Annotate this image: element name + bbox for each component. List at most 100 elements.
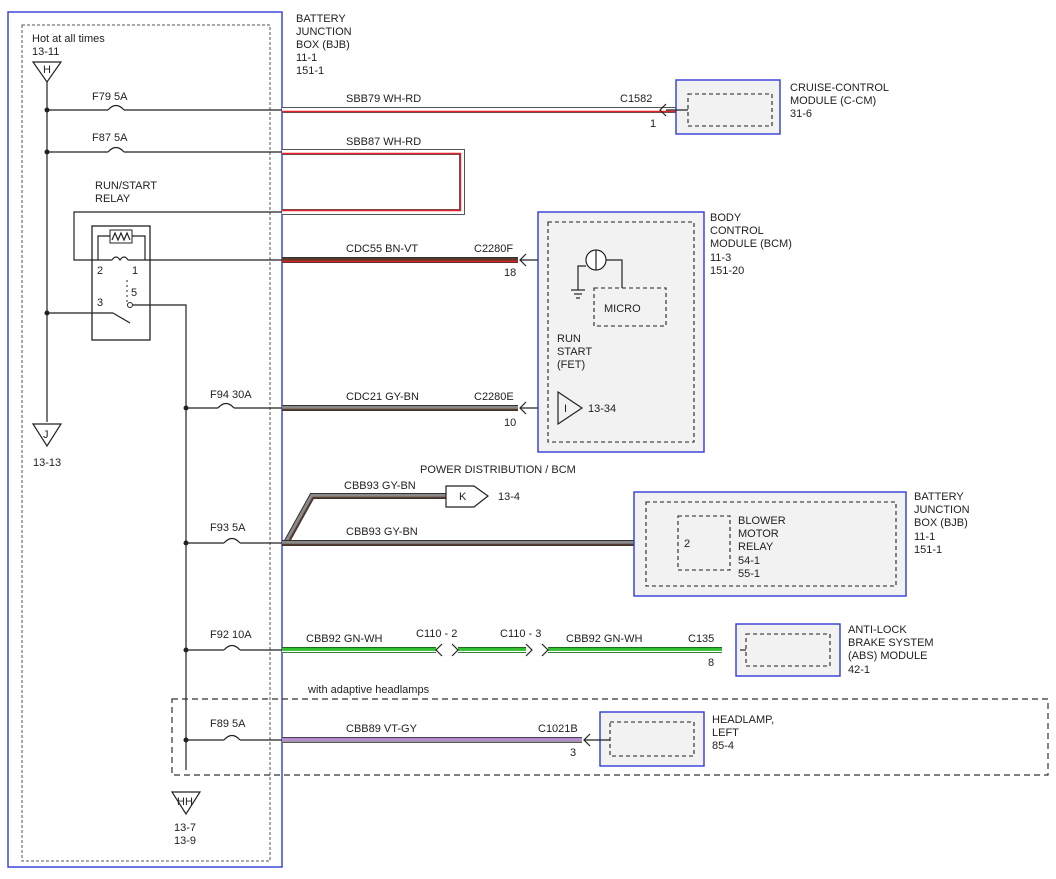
fuse-f87-symbol: [107, 146, 125, 153]
bcm-title-2: CONTROL: [710, 225, 764, 237]
wire-sbb87: SBB87 WH-RD: [282, 136, 465, 215]
bcm-inner: [547, 221, 695, 443]
ccm-inner: [687, 93, 773, 127]
bjb-right-title-2: JUNCTION: [914, 504, 970, 516]
wire-cbb92: CBB92 GN-WH C110 - 2 C110 - 3 CBB92 GN-W…: [282, 628, 747, 669]
bcm-title-1: BODY: [710, 212, 742, 224]
hot-ref: 13-11: [32, 46, 59, 58]
fuse-f93-label: F93 5A: [210, 522, 246, 534]
connector-j-ref: 13-13: [33, 457, 61, 469]
relay-return-wire: [73, 211, 282, 261]
wire-cdc55-label: CDC55 BN-VT: [346, 243, 418, 255]
wire-cbb93: CBB93 GY-BN CBB93 GY-BN K 13-4: [282, 480, 636, 546]
connector-c110-symbol-right-b: [541, 643, 549, 657]
wire-cbb89: CBB89 VT-GY C1021B 3: [282, 723, 591, 759]
fuse-f87-label: F87 5A: [92, 132, 128, 144]
relay-switch-arm: [112, 312, 131, 324]
wire-cbb93-top-stripe: [286, 496, 446, 544]
abs-title-2: BRAKE SYSTEM: [848, 637, 934, 649]
adaptive-headlamps-region: [171, 698, 1049, 776]
connector-k-marker: [445, 485, 490, 508]
connector-c110-symbol-left-b: [451, 643, 459, 657]
battery-junction-box-right: 2 BLOWER MOTOR RELAY 54-1 55-1 BATTERY J…: [633, 491, 970, 597]
connector-c135-pin: 8: [708, 657, 714, 669]
bjb-left-title-1: BATTERY: [296, 13, 346, 25]
connector-hh-label: HH: [177, 796, 193, 808]
bjb-outer-border: [7, 11, 283, 868]
connector-hh-ref-1: 13-7: [174, 822, 196, 834]
bjb-left-ref-1: 11-1: [296, 52, 317, 64]
fuse-f89-label: F89 5A: [210, 718, 246, 730]
wire-cdc21: CDC21 GY-BN C2280E 10: [282, 391, 558, 429]
abs-box: [735, 623, 841, 677]
connector-c2280e-label: C2280E: [474, 391, 514, 403]
run-start-bus: [133, 304, 187, 770]
bcm-fet-label-3: (FET): [557, 359, 585, 371]
connector-j-label: J: [43, 429, 49, 441]
abs-ref: 42-1: [848, 664, 870, 676]
blower-title-3: RELAY: [738, 541, 774, 553]
bcm-input-ref: 13-34: [588, 403, 616, 415]
abs-module: ANTI-LOCK BRAKE SYSTEM (ABS) MODULE 42-1: [735, 623, 934, 677]
blower-title-2: MOTOR: [738, 528, 779, 540]
blower-relay-box: [677, 515, 731, 571]
fuse-f79-label: F79 5A: [92, 91, 128, 103]
connector-h-label: H: [43, 64, 51, 76]
headlamp-box: [599, 711, 705, 767]
relay-body: [91, 225, 151, 341]
connector-k-ref: 13-4: [498, 491, 520, 503]
connector-hh-marker: [170, 791, 202, 816]
connector-hh-ref-2: 13-9: [174, 835, 196, 847]
bcm-box: [537, 211, 705, 453]
bjb-right-ref-2: 151-1: [914, 544, 942, 556]
bcm-micro-label: MICRO: [604, 303, 641, 315]
relay-contact-5: [127, 302, 133, 308]
headlamp-title-1: HEADLAMP,: [712, 714, 774, 726]
body-control-module: BODY CONTROL MODULE (BCM) 11-3 151-20 MI…: [537, 211, 792, 453]
cruise-control-module: CRUISE-CONTROL MODULE (C-CM) 31-6: [666, 79, 889, 135]
connector-c110-3-label: C110 - 3: [500, 628, 541, 640]
relay-coil-lead-left: [97, 235, 110, 260]
headlamp-title-2: LEFT: [712, 727, 739, 739]
hot-at-all-times-label: Hot at all times: [32, 33, 105, 45]
bjb-inner-panel: [21, 24, 271, 862]
relay-pin-2: 2: [97, 265, 103, 277]
bcm-fet-to-micro: [606, 259, 623, 288]
ccm-title-1: CRUISE-CONTROL: [790, 82, 889, 94]
connector-k-label: K: [459, 491, 467, 503]
wire-sbb79: SBB79 WH-RD C1582 1: [282, 93, 680, 130]
bjb-right-box: [633, 491, 907, 597]
wire-sbb87-base: [282, 150, 464, 214]
wire-cbb93-top-base: [284, 494, 446, 544]
connector-h-marker: [31, 61, 63, 84]
connector-c110-symbol-left: [435, 643, 443, 657]
ccm-box: [675, 79, 781, 135]
blower-ref-1: 54-1: [738, 555, 760, 567]
relay-coil-lead-right: [132, 235, 146, 260]
bjb-left-title-3: BOX (BJB): [296, 39, 350, 51]
ccm-title-2: MODULE (C-CM): [790, 95, 876, 107]
abs-title-3: (ABS) MODULE: [848, 650, 927, 662]
bcm-input-buffer: [557, 390, 584, 426]
relay-coil-winding: [111, 256, 129, 262]
adaptive-headlamps-note: with adaptive headlamps: [307, 684, 430, 696]
connector-c1582-pin: 1: [650, 118, 656, 130]
relay-coil-zigzag: [111, 231, 131, 242]
connector-c135-label: C135: [688, 633, 714, 645]
fuse-f92-label: F92 10A: [210, 629, 252, 641]
fuse-f92-symbol: [223, 644, 241, 651]
run-start-relay-label-2: RELAY: [95, 193, 131, 205]
bcm-fet-label-1: RUN: [557, 333, 581, 345]
relay-pin-3: 3: [97, 297, 103, 309]
connector-j-marker: [31, 423, 63, 448]
blower-relay-pin: 2: [684, 538, 690, 550]
fuse-f93-symbol: [223, 537, 241, 544]
connector-c2280e-pin: 10: [504, 417, 516, 429]
bcm-ref-2: 151-20: [710, 265, 744, 277]
bjb-right-title-3: BOX (BJB): [914, 517, 968, 529]
bjb-right-inner: [645, 501, 897, 587]
headlamp-ref: 85-4: [712, 740, 734, 752]
fuse-f89-symbol: [223, 734, 241, 741]
bjb-left-title-2: JUNCTION: [296, 26, 352, 38]
